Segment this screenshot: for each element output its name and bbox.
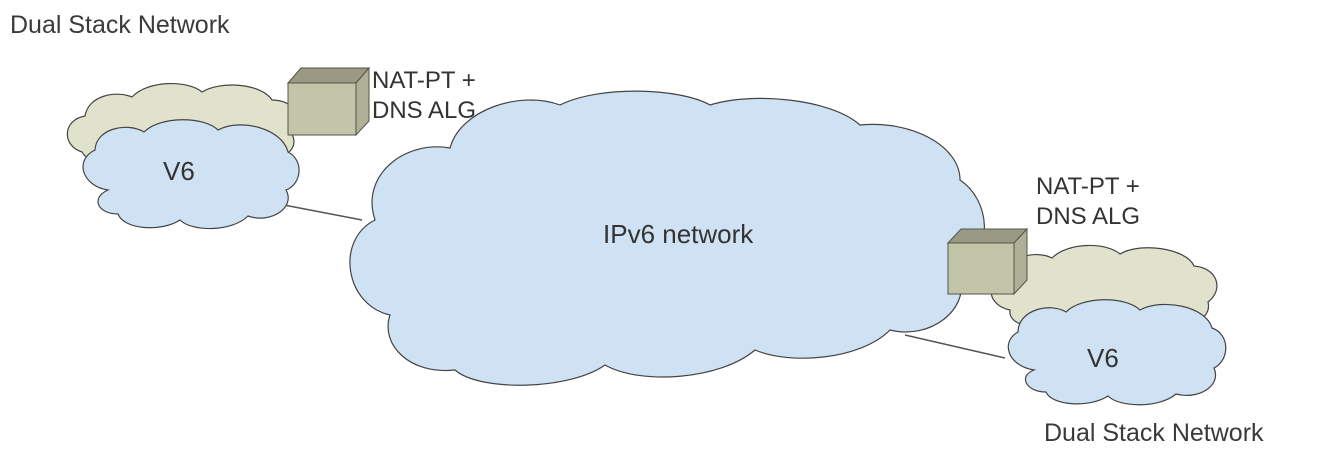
right-gateway-label-line2: DNS ALG bbox=[1036, 203, 1141, 230]
dual-stack-network-title-right: Dual Stack Network bbox=[1044, 419, 1264, 447]
right-gateway-box-icon bbox=[946, 227, 1029, 296]
left-gateway-label-line2: DNS ALG bbox=[372, 97, 477, 124]
dual-stack-network-title-left: Dual Stack Network bbox=[10, 11, 230, 39]
left-gateway-box-icon bbox=[286, 66, 371, 137]
right-v6-cloud bbox=[1007, 299, 1227, 406]
link-left-to-core bbox=[283, 204, 363, 221]
left-v6-cloud bbox=[82, 119, 300, 230]
left-gateway-label: NAT-PT + DNS ALG bbox=[372, 66, 476, 126]
right-v6-label: V6 bbox=[1087, 343, 1119, 373]
link-core-to-right bbox=[904, 334, 1006, 359]
ipv6-network-label: IPv6 network bbox=[603, 219, 754, 249]
right-gateway-label: NAT-PT + DNS ALG bbox=[1036, 172, 1140, 232]
right-gateway-label-line1: NAT-PT + bbox=[1036, 173, 1140, 200]
left-gateway-label-line1: NAT-PT + bbox=[372, 67, 476, 94]
left-v6-label: V6 bbox=[163, 156, 195, 186]
ipv6-core-cloud bbox=[349, 90, 985, 386]
